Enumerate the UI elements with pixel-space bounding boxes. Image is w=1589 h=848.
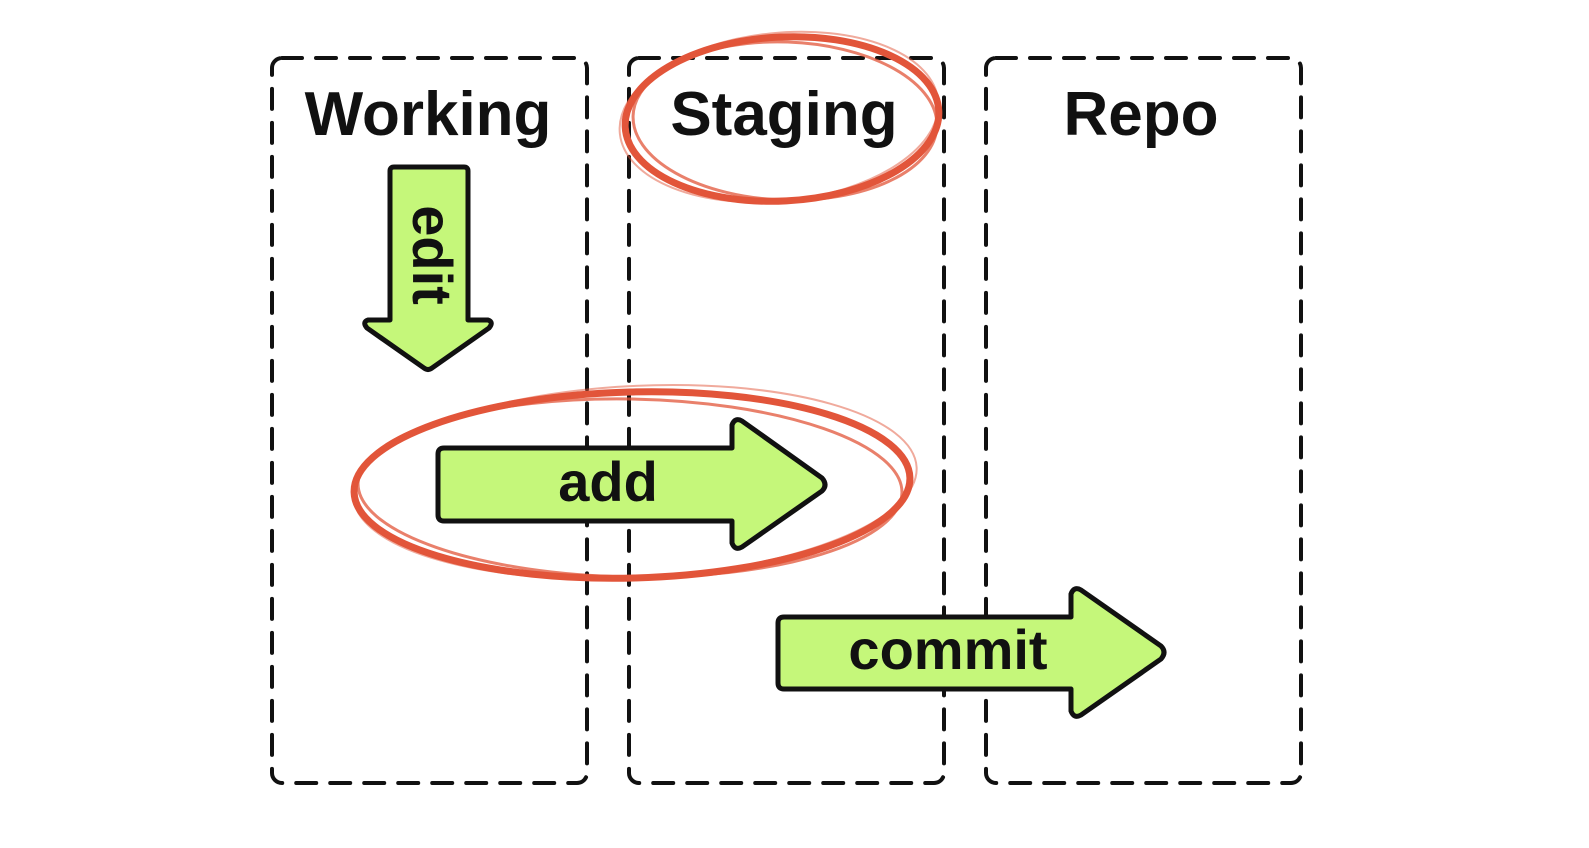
add-arrow: add <box>435 417 828 551</box>
repo-zone-box <box>984 56 1303 785</box>
staging-highlight-ring <box>618 30 943 205</box>
edit-arrow: edit <box>362 164 494 372</box>
staging-zone-title: Staging <box>670 80 897 149</box>
commit-arrow: commit <box>775 586 1167 719</box>
commit-arrow-shape <box>775 586 1167 719</box>
working-zone-box <box>270 56 589 785</box>
commit-arrow-label: commit <box>848 618 1047 681</box>
add-arrow-shape <box>435 417 828 551</box>
staging-zone-box <box>627 56 946 785</box>
edit-arrow-shape <box>362 164 494 372</box>
repo-zone-title: Repo <box>1064 80 1219 149</box>
add-highlight-ring <box>350 384 918 582</box>
working-zone-title: Working <box>305 80 552 149</box>
edit-arrow-label: edit <box>401 205 464 305</box>
add-arrow-label: add <box>558 450 658 513</box>
